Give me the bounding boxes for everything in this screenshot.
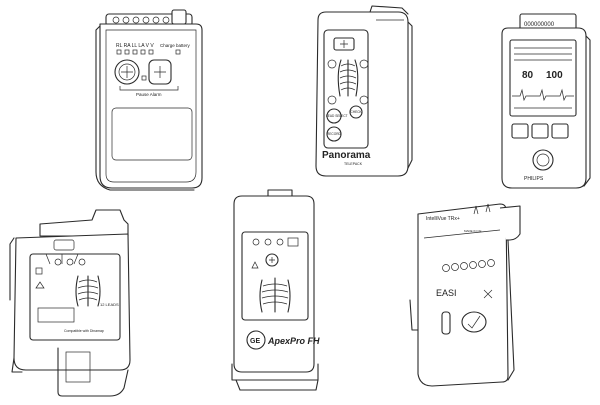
- apexpro-brand: ApexPro FH: [267, 336, 320, 346]
- ge-logo: [246, 330, 266, 350]
- intellivue-slot: [441, 311, 451, 335]
- philips-brand: PHILIPS: [524, 176, 544, 182]
- ribcage-diagram: [327, 59, 369, 105]
- charge-battery-label: Charge battery: [160, 43, 191, 48]
- intellivue-small-print: MADE IN CE: [464, 229, 482, 233]
- philips-serial: 000000000: [524, 22, 555, 28]
- ribcage-diagram: [75, 275, 101, 307]
- lead-select-label: LEAD SELECT: [326, 114, 348, 118]
- telemetry-transmitter-1: RL RA LL LA V V Charge battery Pause Ala…: [95, 9, 203, 191]
- check-label: CHECK: [351, 110, 363, 114]
- intellivue-trx-transmitter: IntelliVue TRx+ MADE IN CE EASI: [409, 203, 521, 387]
- twelve-leads-label: 12 LEADS: [100, 302, 119, 307]
- lead-select-button: [326, 108, 342, 124]
- telemetry-transmitter-4: 12 LEADS Compatible with Dinamap: [9, 209, 131, 397]
- philips-transmitter: 000000000 80 100 PHILIPS: [501, 13, 591, 189]
- compatible-label: Compatible with Dinamap: [64, 329, 104, 333]
- philips-main-button: [532, 149, 554, 171]
- easi-label: EASI: [436, 288, 457, 298]
- check-button: [349, 105, 363, 119]
- record-button: [326, 126, 342, 142]
- philips-hr-value: 80: [522, 70, 534, 81]
- intellivue-check-button: [461, 311, 487, 333]
- top-buttons: [112, 16, 170, 24]
- svg-text:GE: GE: [250, 338, 260, 345]
- record-label: RECORD: [327, 132, 342, 136]
- panorama-telepack: LEAD SELECT CHECK RECORD Panorama TELEPA…: [315, 5, 413, 177]
- panorama-brand: Panorama: [322, 150, 371, 161]
- philips-display: [509, 39, 577, 117]
- apexpro-fh-transmitter: GE ApexPro FH: [231, 189, 320, 391]
- telepack-label: TELEPACK: [344, 162, 363, 166]
- lead-indicators: [116, 49, 181, 55]
- intellivue-title: IntelliVue TRx+: [426, 216, 460, 222]
- philips-spo2-value: 100: [546, 70, 563, 81]
- lead-labels: RL RA LL LA V V: [116, 43, 154, 49]
- ribcage-diagram: [259, 277, 291, 313]
- pause-alarm-label: Pause Alarm: [136, 92, 162, 97]
- electrode-indicators: [442, 259, 495, 272]
